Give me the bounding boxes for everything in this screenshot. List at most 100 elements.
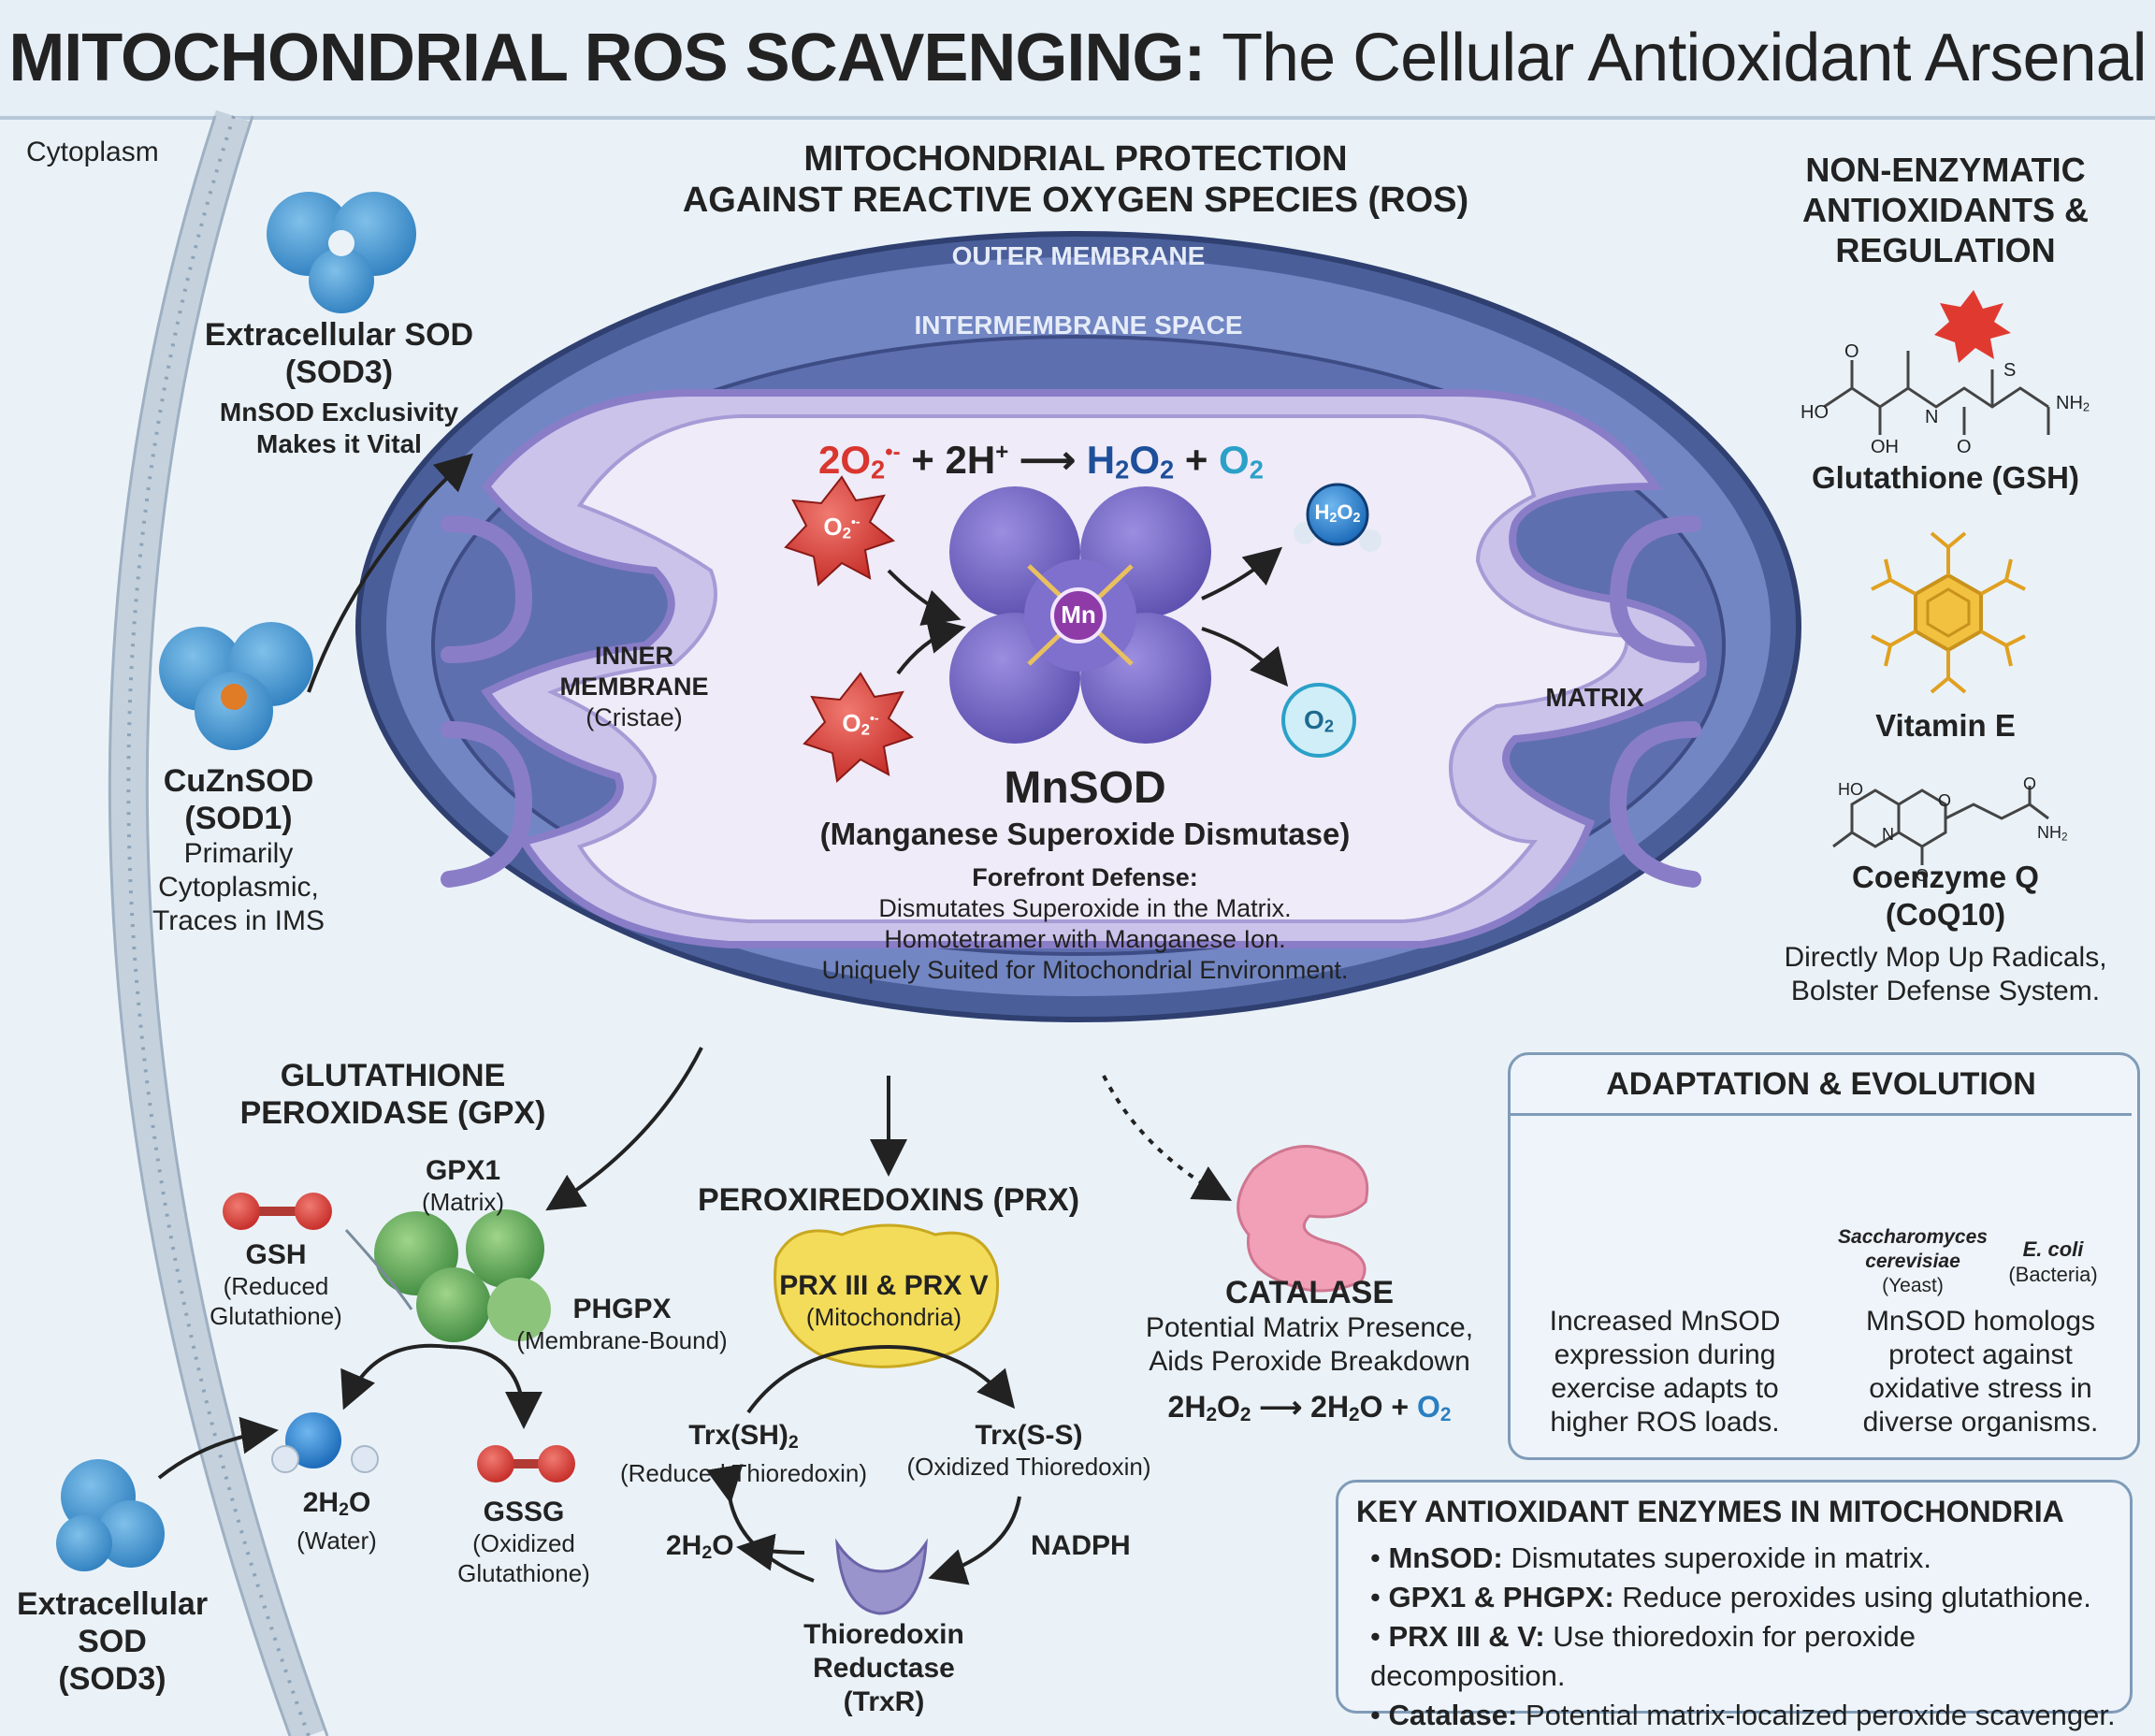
arrow-gsh-to-gpx	[344, 1228, 413, 1310]
cuznsod-line1: CuZnSOD	[163, 763, 314, 799]
prx-water-2h: 2H	[666, 1530, 702, 1561]
gsh-nh-sub: 2	[2082, 399, 2090, 414]
prx-water-label: 2H2O	[666, 1530, 734, 1564]
protein-blob-icon	[56, 1459, 165, 1571]
cat-eq-o: O	[1217, 1390, 1240, 1424]
sod3-note2: Makes it Vital	[256, 429, 422, 458]
cell-membrane	[108, 109, 329, 1736]
trxr1: Thioredoxin	[803, 1619, 964, 1650]
nadph-label: NADPH	[1031, 1530, 1131, 1561]
ros-burst-icon	[1934, 290, 2011, 363]
o2-o: O	[1304, 705, 1324, 734]
mnsod-reaction: 2O2•- + 2H+ ⟶ H2O2 + O2	[818, 428, 1342, 494]
cat-eq-o3: O	[1416, 1390, 1440, 1424]
arrow-to-o2	[1201, 627, 1289, 687]
mn-label: Mn	[1061, 600, 1096, 629]
o2-sub: 2	[1323, 716, 1334, 736]
phgpx-label: PHGPX (Membrane-Bound)	[505, 1294, 739, 1355]
inner-membrane-line1: INNER	[594, 642, 673, 670]
inner-membrane-line3: (Cristae)	[586, 703, 683, 731]
adaptation-right-text: MnSOD homologs protect against oxidative…	[1829, 1305, 2133, 1439]
trx-red: Trx(SH)	[688, 1420, 788, 1451]
gpx-water-label: 2H2O (Water)	[271, 1487, 402, 1555]
arrow-to-catalase	[1102, 1075, 1232, 1201]
gsh-sub2: Glutathione)	[210, 1302, 342, 1330]
arrow-to-h2o2	[1201, 546, 1283, 600]
catalase-line2: Aids Peroxide Breakdown	[1149, 1346, 1470, 1377]
gpx-title2: PEROXIDASE (GPX)	[239, 1095, 546, 1131]
cytoplasm-label: Cytoplasm	[26, 137, 159, 167]
key-desc: Potential matrix-localized peroxide scav…	[1525, 1699, 2116, 1731]
superoxide-label-1: O2•-	[812, 513, 872, 542]
prx-water-sub: 2	[701, 1541, 713, 1563]
adapt-left1: Increased MnSOD	[1549, 1306, 1781, 1337]
inner-membrane-line2: MEMBRANE	[559, 673, 709, 701]
nonenz-title3: REGULATION	[1835, 231, 2056, 269]
reactant1: 2O	[818, 438, 872, 482]
arrow-to-2h2o	[736, 1533, 805, 1571]
coq-atom-o3: O	[1916, 866, 1930, 885]
key-item-mnsod: • MnSOD: Dismutates superoxide in matrix…	[1370, 1539, 2119, 1578]
mnsod-line1: Dismutates Superoxide in the Matrix.	[878, 894, 1292, 922]
adapt-left2: expression during	[1554, 1339, 1776, 1370]
cat-eq-sub3: 2	[1349, 1404, 1360, 1426]
mito-header: MITOCHONDRIAL PROTECTION AGAINST REACTIV…	[599, 138, 1553, 221]
reactant2: 2H	[945, 438, 996, 482]
trxr2: Reductase	[813, 1653, 955, 1684]
h2o2-o: O	[1337, 500, 1353, 524]
yeast2: cerevisiae	[1865, 1251, 1960, 1272]
mnsod-line3: Uniquely Suited for Mitochondrial Enviro…	[821, 956, 1349, 984]
coq-atom-n: N	[1882, 825, 1894, 844]
so-1-sup: •-	[851, 514, 861, 529]
phgpx-name: PHGPX	[572, 1294, 672, 1324]
gssg-name: GSSG	[483, 1497, 565, 1527]
protein-blob-icon	[267, 192, 416, 313]
trxr-label: Thioredoxin Reductase (TrxR)	[767, 1618, 1001, 1719]
gsh-atom-o2: O	[1957, 437, 1972, 457]
coq-label1: Coenzyme Q	[1852, 860, 2039, 894]
vitamin-e-structure-icon	[1871, 531, 2026, 694]
cuznsod-label: CuZnSOD (SOD1) Primarily Cytoplasmic, Tr…	[122, 762, 355, 938]
catalase-protein-icon	[1237, 1145, 1369, 1293]
arrow-sod3-bottom	[157, 1416, 279, 1480]
mnsod-name: MnSOD	[1004, 763, 1166, 813]
key-item-catalase: • Catalase: Potential matrix-localized p…	[1370, 1696, 2119, 1735]
key-term: Catalase:	[1388, 1699, 1518, 1731]
trx-red-sub: 2	[788, 1431, 799, 1453]
key-item-prx: • PRX III & V: Use thioredoxin for perox…	[1370, 1617, 2119, 1696]
h2o2-label: H2O2	[1305, 500, 1370, 526]
adapt-left4: higher ROS loads.	[1550, 1407, 1780, 1438]
ecoli-label: E. coli (Bacteria)	[1992, 1237, 2114, 1287]
sod3-top-line1: Extracellular SOD	[204, 317, 474, 353]
arrow-gpx-to-gssg	[448, 1345, 542, 1429]
h2o2-sub: 2	[1329, 510, 1338, 526]
product1: H	[1086, 438, 1116, 482]
key-term: PRX III & V:	[1388, 1620, 1545, 1653]
gsh-nh: NH	[2056, 393, 2083, 413]
mito-header-line2: AGAINST REACTIVE OXYGEN SPECIES (ROS)	[682, 181, 1469, 220]
catalase-label: CATALASE Potential Matrix Presence, Aids…	[1132, 1274, 1487, 1434]
coq-nh-sub: 2	[2061, 831, 2068, 844]
prx-cycle-arrow-left	[705, 1464, 815, 1583]
so-2-sup: •-	[870, 710, 879, 726]
yeast-label: Saccharomyces cerevisiae (Yeast)	[1829, 1225, 1997, 1298]
cuznsod-note2: Cytoplasmic,	[158, 872, 319, 903]
arrow-gpx-to-water	[340, 1343, 450, 1410]
trx-oxidized-label: Trx(S-S) (Oxidized Thioredoxin)	[889, 1420, 1169, 1482]
h2o2-sub2: 2	[1352, 510, 1361, 526]
mnsod-tetramer-icon	[949, 486, 1211, 744]
intermembrane-space-label: INTERMEMBRANE SPACE	[914, 311, 1243, 340]
prx-water-o: O	[712, 1530, 734, 1561]
mito-header-line1: MITOCHONDRIAL PROTECTION	[803, 139, 1348, 179]
title-bar	[0, 0, 2155, 120]
arrow-cuznsod	[307, 453, 473, 693]
trx-red-text: (Reduced Thioredoxin)	[620, 1458, 867, 1487]
gpx-water-2h: 2H	[302, 1487, 340, 1518]
reaction-arrow: ⟶	[1019, 438, 1077, 482]
cuznsod-protein-icon	[159, 622, 313, 750]
cat-eq-o2: O +	[1359, 1390, 1410, 1424]
product2: O	[1219, 438, 1250, 482]
o2-molecule-icon	[1281, 683, 1356, 758]
plus2: +	[1184, 438, 1208, 482]
key-desc: Dismutates superoxide in matrix.	[1511, 1541, 1932, 1574]
